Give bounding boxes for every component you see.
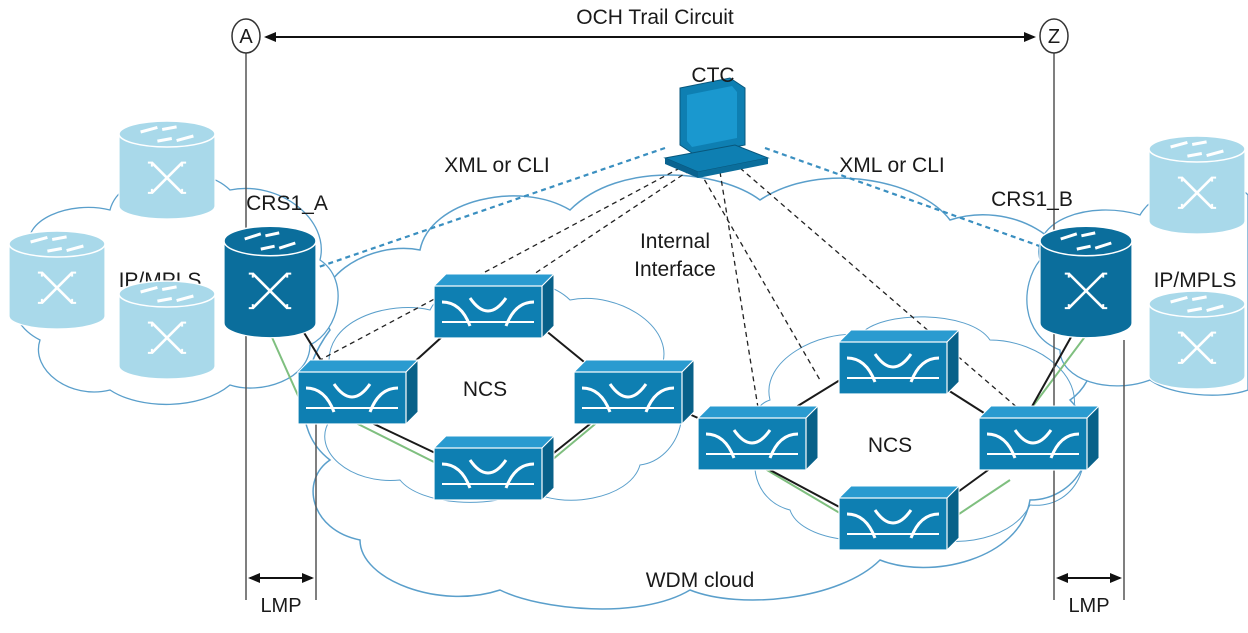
internal-interface-label-line1: Internal bbox=[640, 230, 710, 253]
lmp-right-label: LMP bbox=[1068, 595, 1109, 617]
devices bbox=[8, 120, 1246, 552]
endpoint-a-label: A bbox=[239, 26, 253, 48]
ncs-cloud-right bbox=[754, 316, 1085, 542]
ncs-node-right-of-left-ring bbox=[572, 358, 696, 426]
ip-mpls-label-right: IP/MPLS bbox=[1154, 269, 1237, 292]
router-ipmpls-left-top bbox=[118, 120, 216, 220]
management-links bbox=[319, 167, 1021, 421]
router-ipmpls-left-bottom bbox=[118, 280, 216, 380]
ncs-label-left: NCS bbox=[463, 378, 507, 401]
xml-cli-links bbox=[309, 146, 1046, 272]
ncs-node-left bbox=[296, 358, 420, 426]
internal-interface-label-line2: Interface bbox=[634, 258, 716, 281]
router-crs1-a bbox=[223, 225, 317, 339]
router-ipmpls-right-top bbox=[1148, 135, 1246, 235]
endpoint-z: Z bbox=[1039, 18, 1069, 54]
endpoint-a: A bbox=[231, 18, 261, 54]
ctc-computer-icon bbox=[663, 77, 770, 178]
ncs-node-far-right bbox=[977, 404, 1101, 472]
ncs-node-top bbox=[432, 272, 556, 340]
wdm-cloud-label: WDM cloud bbox=[646, 569, 755, 592]
ncs-node-bottom bbox=[432, 434, 556, 502]
ncs-node-bridge bbox=[696, 404, 820, 472]
ctc-label: CTC bbox=[691, 64, 734, 87]
och-trail-label: OCH Trail Circuit bbox=[576, 6, 734, 29]
lmp-left-label: LMP bbox=[260, 595, 301, 617]
crs1-a-label: CRS1_A bbox=[246, 192, 328, 215]
ncs-label-right: NCS bbox=[868, 434, 912, 457]
endpoint-z-label: Z bbox=[1048, 26, 1060, 48]
router-crs1-b bbox=[1039, 225, 1133, 339]
xml-cli-label-right: XML or CLI bbox=[839, 154, 944, 177]
router-ipmpls-right-bottom bbox=[1148, 290, 1246, 390]
crs1-b-label: CRS1_B bbox=[991, 188, 1073, 211]
router-ipmpls-left-middle bbox=[8, 230, 106, 330]
ncs-node-right-bottom bbox=[837, 484, 961, 552]
xml-cli-label-left: XML or CLI bbox=[444, 154, 549, 177]
ncs-node-right-top bbox=[837, 328, 961, 396]
